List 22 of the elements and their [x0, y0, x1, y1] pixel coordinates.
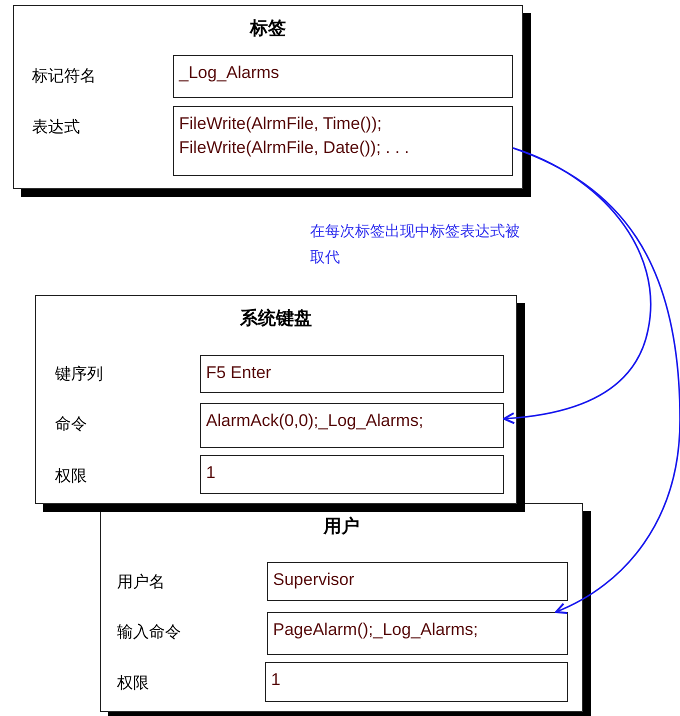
annotation-text: 在每次标签出现中标签表达式被取代 [310, 221, 521, 268]
field-label: 表达式 [32, 117, 80, 138]
text-field: 1 [265, 662, 568, 702]
field-label: 标记符名 [32, 66, 96, 87]
field-label: 权限 [55, 466, 87, 487]
panel-title: 标签 [248, 17, 287, 40]
field-label: 用户名 [117, 572, 165, 593]
text-field: Supervisor [267, 562, 568, 601]
panel-title: 用户 [322, 515, 360, 538]
curved-arrow [512, 147, 680, 614]
field-label: 输入命令 [117, 622, 181, 643]
text-field: F5 Enter [200, 355, 504, 393]
field-label: 命令 [55, 414, 87, 435]
text-field: AlarmAck(0,0);_Log_Alarms; [200, 403, 504, 448]
text-field: 1 [200, 455, 504, 494]
text-field: FileWrite(AlrmFile, Time()); FileWrite(AlrmFile, Date()); . . . [173, 106, 513, 176]
panel-title: 系统键盘 [238, 307, 313, 330]
text-field: PageAlarm();_Log_Alarms; [267, 612, 568, 655]
field-label: 键序列 [55, 364, 103, 385]
text-field: _Log_Alarms [173, 55, 513, 98]
curved-arrow [503, 147, 652, 424]
field-label: 权限 [117, 673, 149, 694]
